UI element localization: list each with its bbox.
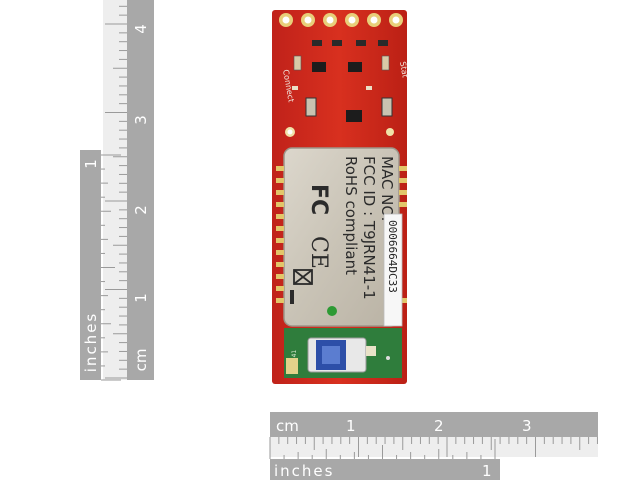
mac-sticker xyxy=(383,213,403,327)
horizontal-cm-ruler: cm 1 2 3 xyxy=(269,412,598,457)
horizontal-cm-ticks xyxy=(269,437,598,457)
vertical-inches-number-1: 1 xyxy=(82,159,100,169)
vertical-inches-unit-label: inches xyxy=(82,312,100,372)
vertical-cm-ruler: 4 3 2 1 cm xyxy=(103,0,154,380)
vertical-cm-ruler-body xyxy=(127,0,154,380)
rohs-text: RoHS compliant xyxy=(342,156,360,275)
header-pad xyxy=(301,13,315,27)
vertical-inches-ruler-body xyxy=(80,150,101,380)
horizontal-cm-number-2: 2 xyxy=(434,417,444,435)
horizontal-inches-ticks xyxy=(269,439,496,459)
horizontal-cm-unit-label: cm xyxy=(276,417,299,435)
smd-components xyxy=(285,40,394,137)
header-pad xyxy=(279,13,293,27)
horizontal-inches-ruler-body xyxy=(270,459,500,480)
vertical-cm-number-4: 4 xyxy=(132,24,150,34)
vertical-inches-ticks xyxy=(101,154,121,381)
header-pad xyxy=(367,13,381,27)
header-pads xyxy=(279,13,403,27)
header-pad xyxy=(345,13,359,27)
vertical-cm-number-1: 1 xyxy=(132,293,150,303)
horizontal-cm-tickband xyxy=(270,437,598,457)
horizontal-cm-number-3: 3 xyxy=(522,417,532,435)
horizontal-cm-ruler-body xyxy=(270,412,598,437)
rf-shield-module: MAC NO. FCC ID : T9JRN41-1 RoHS complian… xyxy=(276,147,407,327)
bluetooth-board: Connect Stat MAC NO. F xyxy=(272,10,410,384)
fc-mark: FC xyxy=(306,184,331,215)
horizontal-inches-unit-label: inches xyxy=(274,462,334,480)
weee-bin-mark xyxy=(290,269,313,304)
header-pad xyxy=(389,13,403,27)
header-pad xyxy=(323,13,337,27)
vertical-inches-ruler: 1 inches xyxy=(80,150,121,381)
mac-no-text: MAC NO. xyxy=(378,156,396,221)
vertical-cm-number-3: 3 xyxy=(132,115,150,125)
horizontal-cm-number-1: 1 xyxy=(346,417,356,435)
stat-label: Stat xyxy=(398,61,410,79)
green-status-led xyxy=(327,306,337,316)
vertical-cm-ticks xyxy=(105,5,127,379)
mac-sticker-text: 0006664DC33 xyxy=(386,220,399,293)
fcc-id-text: FCC ID : T9JRN41-1 xyxy=(360,156,378,300)
horizontal-inches-ruler: inches 1 xyxy=(269,439,500,480)
ce-mark: CE xyxy=(306,236,331,269)
horizontal-inches-number-1: 1 xyxy=(482,462,492,480)
vertical-cm-unit-label: cm xyxy=(132,349,150,372)
vertical-cm-number-2: 2 xyxy=(132,205,150,215)
vertical-cm-tickband xyxy=(103,0,127,380)
antenna-board: WRN41 xyxy=(284,328,402,378)
